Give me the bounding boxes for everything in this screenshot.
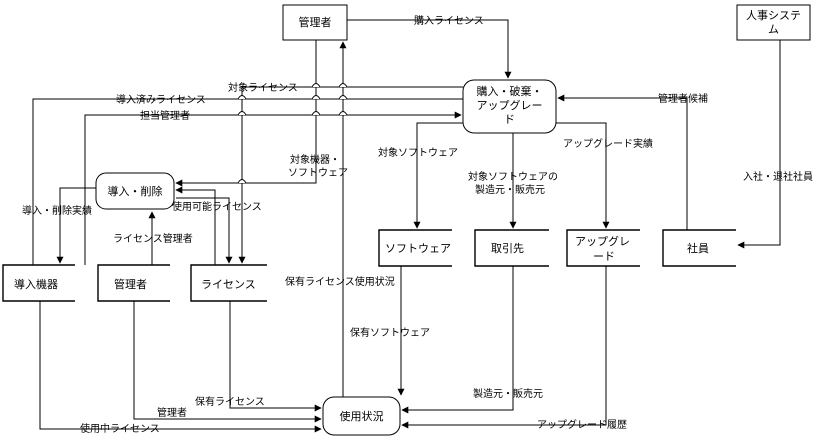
label-available-license: 使用可能ライセンス bbox=[172, 200, 262, 213]
flow-license-to-install bbox=[175, 186, 216, 265]
label-target-device-1: 対象機器・ bbox=[290, 153, 340, 166]
store-upgrade[interactable]: アップグレ ード bbox=[566, 229, 640, 267]
process-purchase-label-3: ド bbox=[504, 113, 515, 126]
label-target-vendor-1: 対象ソフトウェアの bbox=[468, 170, 558, 183]
store-vendors[interactable]: 取引先 bbox=[474, 229, 549, 267]
store-upgrade-label-1: アップグレ bbox=[575, 234, 630, 248]
store-admins-label: 管理者 bbox=[114, 277, 147, 291]
flow-manufacturer-vendor bbox=[401, 266, 514, 414]
process-purchase-discard-upgrade[interactable]: 購入・破棄・ アップグレー ド bbox=[462, 79, 557, 134]
label-purchased-license: 購入ライセンス bbox=[414, 14, 484, 27]
flow-target-software bbox=[413, 122, 463, 229]
flow-upgrade-record bbox=[556, 122, 610, 229]
store-software-label: ソフトウェア bbox=[385, 242, 451, 255]
label-responsible-admin: 担当管理者 bbox=[140, 109, 190, 122]
process-install-label: 導入・削除 bbox=[108, 184, 163, 198]
label-admin-candidate: 管理者候補 bbox=[658, 92, 708, 105]
flow-target-license bbox=[238, 86, 463, 264]
label-installed-license: 導入済みライセンス bbox=[116, 93, 206, 106]
store-admins[interactable]: 管理者 bbox=[97, 264, 170, 302]
label-target-license: 対象ライセンス bbox=[228, 81, 298, 94]
label-owned-software: 保有ソフトウェア bbox=[350, 326, 430, 339]
label-admin-short: 管理者 bbox=[157, 406, 187, 419]
flow-target-device bbox=[175, 40, 317, 187]
label-upgrade-record: アップグレード実績 bbox=[563, 137, 653, 150]
flow-admin-to-usage bbox=[133, 301, 322, 423]
flow-labels: 購入ライセンス 対象ライセンス 導入済みライセンス 担当管理者 管理者候補 対象… bbox=[22, 14, 813, 435]
label-license-admin: ライセンス管理者 bbox=[113, 232, 193, 245]
flow-in-use-license bbox=[39, 301, 322, 433]
entity-admin[interactable]: 管理者 bbox=[282, 4, 348, 41]
process-usage-status[interactable]: 使用状況 bbox=[322, 396, 401, 436]
process-purchase-label-2: アップグレー bbox=[477, 98, 543, 112]
flow-responsible-admin bbox=[84, 111, 462, 265]
label-target-software: 対象ソフトウェア bbox=[378, 146, 458, 159]
flow-owned-license bbox=[229, 301, 322, 412]
store-installed-devices-label: 導入機器 bbox=[14, 277, 58, 291]
entity-hr-system[interactable]: 人事システ ム bbox=[736, 4, 811, 41]
process-purchase-label-1: 購入・破棄・ bbox=[477, 84, 543, 98]
store-software[interactable]: ソフトウェア bbox=[378, 229, 452, 267]
label-join-leave: 入社・退社社員 bbox=[743, 170, 813, 183]
entity-admin-label: 管理者 bbox=[299, 15, 332, 29]
label-upgrade-history: アップグレード履歴 bbox=[537, 418, 627, 431]
label-install-record: 導入・削除実績 bbox=[22, 204, 92, 217]
line-crossing-hops bbox=[237, 83, 348, 184]
store-licenses[interactable]: ライセンス bbox=[190, 264, 267, 302]
store-employees[interactable]: 社員 bbox=[662, 229, 736, 267]
label-owned-license-usage: 保有ライセンス使用状況 bbox=[285, 275, 395, 288]
flow-admin-candidate bbox=[557, 94, 688, 230]
flow-install-record bbox=[56, 187, 96, 264]
store-vendors-label: 取引先 bbox=[491, 241, 524, 255]
entity-hr-system-label-1: 人事システ bbox=[746, 9, 801, 22]
flow-join-leave bbox=[737, 40, 781, 249]
flow-available-license bbox=[176, 197, 233, 264]
label-owned-license: 保有ライセンス bbox=[195, 395, 265, 408]
entity-hr-system-label-2: ム bbox=[768, 23, 779, 36]
flow-purchased-license bbox=[347, 19, 512, 79]
store-installed-devices[interactable]: 導入機器 bbox=[2, 264, 75, 302]
store-upgrade-label-2: ード bbox=[593, 250, 615, 263]
flow-upgrade-history bbox=[401, 266, 607, 429]
process-install-remove[interactable]: 導入・削除 bbox=[95, 172, 175, 210]
store-employees-label: 社員 bbox=[687, 241, 709, 255]
label-in-use-license: 使用中ライセンス bbox=[80, 422, 160, 435]
label-target-vendor-2: 製造元・販売元 bbox=[475, 183, 545, 196]
store-licenses-label: ライセンス bbox=[201, 278, 256, 291]
label-manufacturer-vendor: 製造元・販売元 bbox=[473, 387, 543, 400]
label-target-device-2: ソフトウェア bbox=[288, 167, 348, 179]
process-usage-label: 使用状況 bbox=[340, 409, 384, 423]
